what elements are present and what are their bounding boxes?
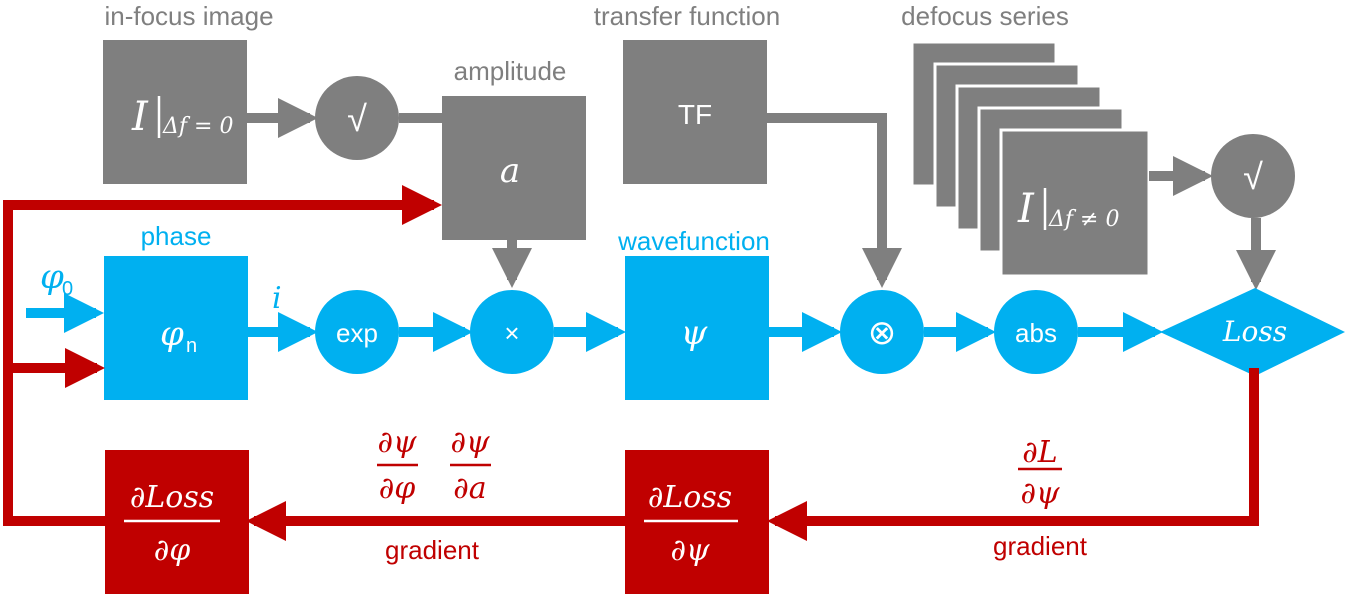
initial-phase-subscript: 0 <box>62 278 73 300</box>
amplitude-label: amplitude <box>454 56 567 86</box>
wavefunction-symbol: ψ <box>681 313 708 353</box>
in-focus-image-label: in-focus image <box>104 1 273 31</box>
arrow-tf-to-convolve <box>767 113 902 288</box>
phase-symbol: φ <box>160 314 184 354</box>
abs-node <box>994 290 1078 374</box>
exp-node <box>315 290 399 374</box>
wavefunction-label: wavefunction <box>617 226 770 256</box>
dpsi-da-numerator: ∂ψ <box>450 425 490 460</box>
exp-text: exp <box>336 318 378 348</box>
initial-phase-symbol: φ <box>40 257 64 297</box>
in-focus-subscript: Δf = 0 <box>162 114 233 139</box>
multiply-node <box>470 290 554 374</box>
imaginary-unit-label: i <box>272 281 282 316</box>
sqrt-symbol-right: √ <box>1243 156 1263 197</box>
convolve-symbol: ⊗ <box>868 314 897 352</box>
sqrt-node-right <box>1211 134 1295 218</box>
gradient-label-right: gradient <box>993 531 1088 561</box>
loss-text: Loss <box>1222 315 1287 348</box>
dloss-dphi-denominator: ∂φ <box>154 533 191 568</box>
dpsi-da-denominator: ∂a <box>453 471 486 506</box>
defocus-image-box <box>999 128 1151 278</box>
arrow-loss-to-dloss-dpsi <box>767 368 1259 541</box>
transfer-function-label: transfer function <box>594 1 780 31</box>
wavefunction-box <box>625 256 769 400</box>
in-focus-image-box <box>103 40 247 184</box>
abs-text: abs <box>1015 318 1057 348</box>
phase-subscript: n <box>186 335 197 357</box>
multiply-symbol: × <box>504 318 519 348</box>
amplitude-box <box>442 96 586 240</box>
amplitude-symbol: a <box>500 151 520 191</box>
sqrt-symbol-top: √ <box>347 98 367 139</box>
transfer-function-box <box>623 40 767 184</box>
dpsi-dphi-numerator: ∂ψ <box>377 425 417 460</box>
dloss-dpsi-numerator: ∂Loss <box>648 480 732 515</box>
phase-box <box>104 256 248 400</box>
dl-dpsi-numerator: ∂L <box>1022 435 1057 470</box>
phase-label: phase <box>141 221 212 251</box>
tf-text: TF <box>678 99 712 130</box>
dloss-dpsi-denominator: ∂ψ <box>670 533 710 568</box>
dl-dpsi-denominator: ∂ψ <box>1020 476 1060 511</box>
dloss-dphi-numerator: ∂Loss <box>130 480 214 515</box>
defocus-subscript: Δf ≠ 0 <box>1048 207 1119 232</box>
defocus-intensity-symbol: I <box>1017 186 1035 232</box>
in-focus-intensity-symbol: I <box>131 94 149 140</box>
defocus-series-label: defocus series <box>901 1 1069 31</box>
convolve-node <box>840 290 924 374</box>
sqrt-node-top <box>315 76 399 160</box>
loss-node <box>1160 288 1345 376</box>
gradient-label-left: gradient <box>385 535 480 565</box>
defocus-series-stack <box>910 40 1151 278</box>
dpsi-dphi-denominator: ∂φ <box>379 471 416 506</box>
